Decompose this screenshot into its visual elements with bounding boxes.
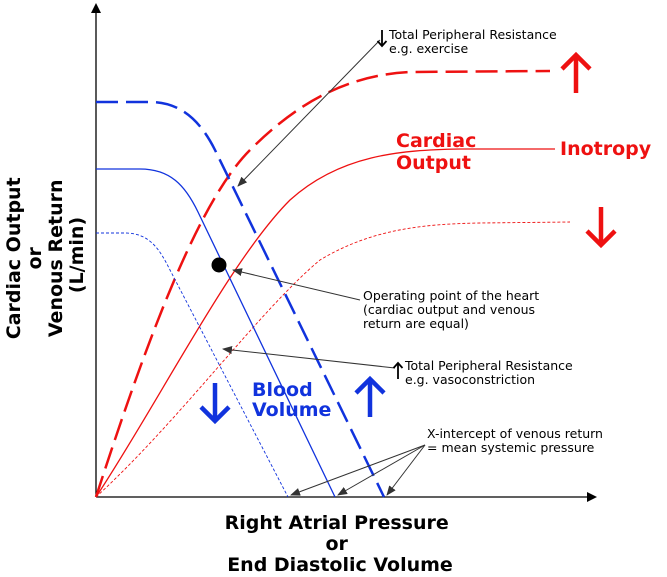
annotation-tpr-exercise: Total Peripheral Resistance e.g. exercis… xyxy=(388,27,561,56)
arrow-up-icon xyxy=(354,375,386,417)
arrow-down-icon xyxy=(199,383,231,425)
arrow-down-icon xyxy=(376,30,388,48)
inotropy-label: Inotropy xyxy=(560,138,652,160)
y-axis-title: Cardiac Output or Venous Return (L/min) xyxy=(3,171,88,340)
annotation-operating-point: Operating point of the heart (cardiac ou… xyxy=(363,288,543,331)
x-axis-title: Right Atrial Pressure or End Diastolic V… xyxy=(225,512,456,576)
arrow-up-icon xyxy=(392,361,404,379)
annotation-x-intercept: X-intercept of venous return = mean syst… xyxy=(427,426,607,455)
cardiac-output-curve-decreased xyxy=(95,221,571,498)
venous-return-curve-decreased xyxy=(96,232,289,498)
venous-return-curve-increased xyxy=(96,100,386,498)
annotation-tpr-vasoconstriction: Total Peripheral Resistance e.g. vasocon… xyxy=(404,358,577,387)
pointer-intercept-1 xyxy=(290,444,426,496)
pointer-intercept-2 xyxy=(337,444,426,496)
arrow-up-icon xyxy=(560,51,592,93)
cardiac-output-curve-normal xyxy=(95,148,555,498)
blood-volume-label: Blood Volume xyxy=(252,379,331,421)
venous-return-curve-normal xyxy=(96,168,336,498)
pointer-tpr-vasoconstriction xyxy=(222,346,396,369)
cardiac-output-curve-increased xyxy=(94,69,551,498)
cardiac-output-label: Cardiac Output xyxy=(396,130,483,174)
pointer-operating-point xyxy=(232,268,361,301)
arrow-down-icon xyxy=(585,207,617,249)
pointer-tpr-exercise xyxy=(237,39,381,187)
operating-point-marker xyxy=(211,257,227,273)
pointer-intercept-3 xyxy=(386,444,426,496)
